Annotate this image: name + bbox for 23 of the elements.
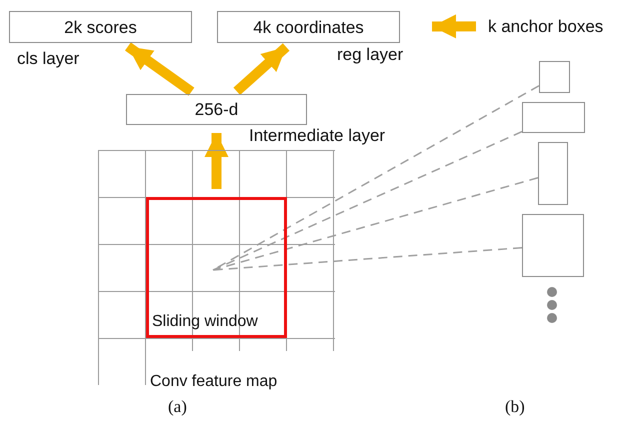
- layer-caption: Intermediate layer: [249, 127, 386, 144]
- layer-caption: cls layer: [17, 50, 80, 67]
- dashed-line: [212, 246, 522, 271]
- output-box: 4k coordinates: [217, 11, 400, 43]
- anchor-box: [539, 61, 570, 93]
- anchor-box: [522, 102, 585, 133]
- sliding-window: [146, 197, 287, 338]
- anchor-box: [522, 214, 584, 277]
- dashed-line: [212, 130, 522, 271]
- node-label: Sliding window: [152, 314, 258, 330]
- panel-label: (a): [168, 398, 187, 415]
- panel-label: (b): [505, 398, 525, 415]
- block-arrow: [432, 14, 476, 38]
- block-arrow: [233, 43, 290, 96]
- node-label: Conv feature map: [150, 374, 278, 390]
- layer-caption: reg layer: [337, 46, 404, 63]
- block-arrow: [204, 133, 228, 189]
- layer-box: 256-d: [126, 94, 307, 125]
- dashed-line: [212, 177, 538, 271]
- output-box: 2k scores: [9, 11, 192, 43]
- block-arrow: [124, 42, 194, 96]
- anchor-caption: k anchor boxes: [488, 15, 624, 37]
- anchor-box: [538, 142, 568, 205]
